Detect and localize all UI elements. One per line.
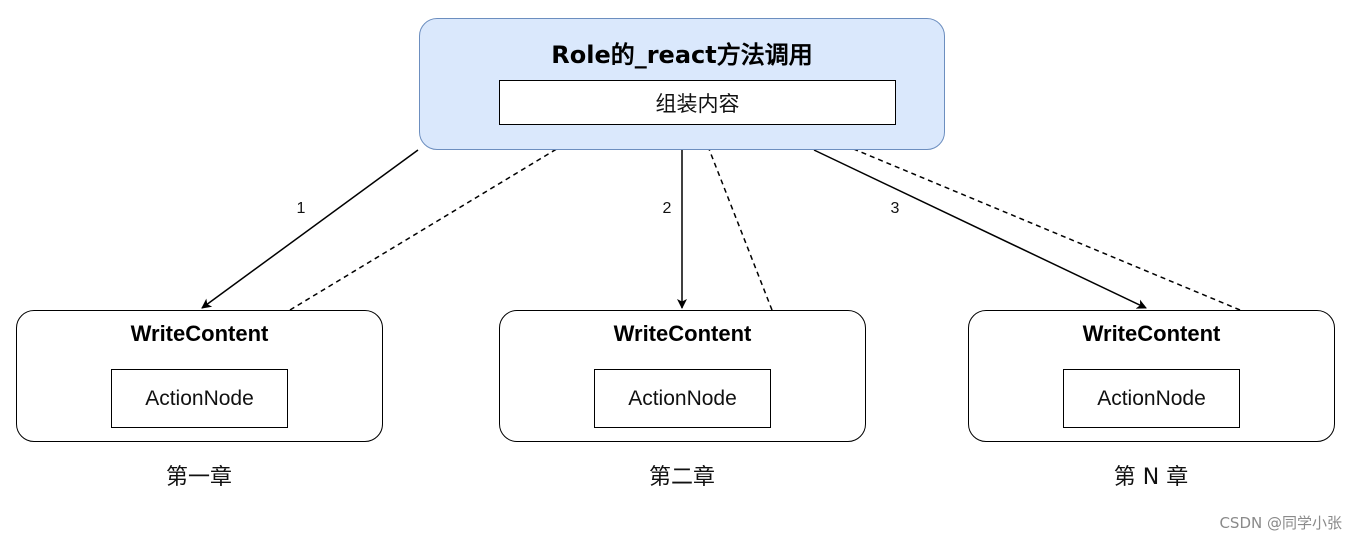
return-arrow-3 <box>795 123 1241 311</box>
return-arrow-2 <box>698 125 773 311</box>
return-arrow-1 <box>289 123 599 311</box>
call-arrow-3 <box>813 149 1147 309</box>
call-arrow-1 <box>201 149 419 309</box>
